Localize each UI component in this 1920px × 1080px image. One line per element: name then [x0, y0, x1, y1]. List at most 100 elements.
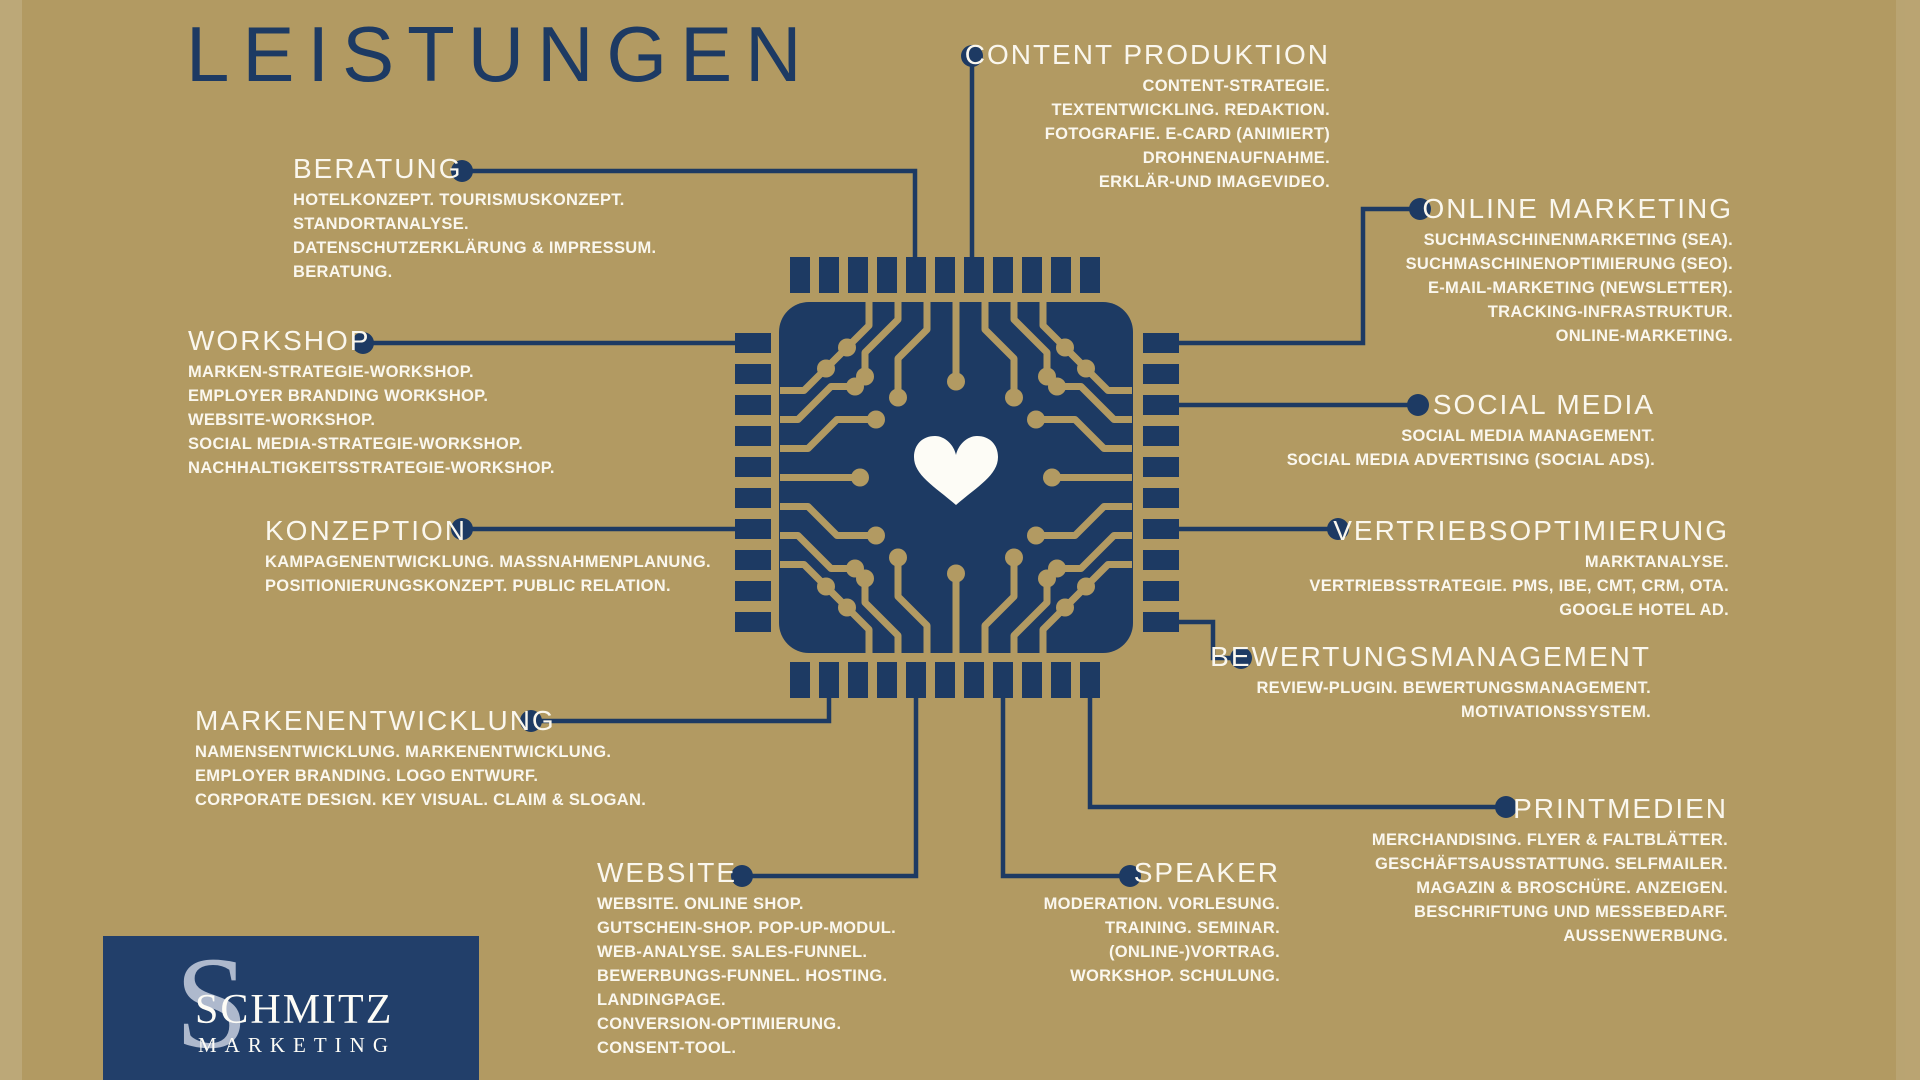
chip-pin [1022, 257, 1042, 293]
chip-pin [790, 662, 810, 698]
section-items: WEBSITE. ONLINE SHOP.GUTSCHEIN-SHOP. POP… [597, 892, 896, 1060]
chip-pin [1143, 612, 1179, 632]
service-item: CORPORATE DESIGN. KEY VISUAL. CLAIM & SL… [195, 791, 647, 809]
service-item: SUCHMASCHINENMARKETING (SEA). [1423, 231, 1733, 249]
chip-pin [1143, 426, 1179, 446]
chip-pin [906, 662, 926, 698]
chip-pin [1143, 581, 1179, 601]
service-item: EMPLOYER BRANDING. LOGO ENTWURF. [195, 767, 539, 785]
service-item: REVIEW-PLUGIN. BEWERTUNGSMANAGEMENT. [1256, 679, 1651, 697]
logo-monogram: S [175, 929, 249, 1076]
section-heading: MARKENENTWICKLUNG [195, 705, 556, 736]
service-item: CONTENT-STRATEGIE. [1142, 77, 1330, 95]
chip-pin [819, 257, 839, 293]
chip-pin [935, 257, 955, 293]
chip-pins [735, 257, 1179, 698]
chip-pin [735, 426, 771, 446]
section-markenentwicklung: MARKENENTWICKLUNG NAMENSENTWICKLUNG. MAR… [195, 704, 646, 812]
section-heading: WEBSITE [597, 857, 738, 888]
service-item: MODERATION. VORLESUNG. [1043, 895, 1280, 913]
section-heading: WORKSHOP [188, 325, 371, 356]
section-heading: KONZEPTION [265, 515, 468, 546]
service-item: (ONLINE-)VORTRAG. [1108, 943, 1280, 961]
service-item: LANDINGPAGE. [597, 991, 726, 1009]
chip-pin [735, 488, 771, 508]
section-items: MODERATION. VORLESUNG. TRAINING. SEMINAR.… [1044, 892, 1280, 988]
service-item: HOTELKONZEPT. TOURISMUSKONZEPT. [293, 191, 625, 209]
service-item: SUCHMASCHINENOPTIMIERUNG (SEO). [1405, 255, 1733, 273]
service-item: FOTOGRAFIE. E-CARD (ANIMIERT) [1044, 125, 1330, 143]
section-website: WEBSITE WEBSITE. ONLINE SHOP.GUTSCHEIN-S… [597, 856, 896, 1060]
chip-pin [935, 662, 955, 698]
chip-pin [877, 257, 897, 293]
service-item: STANDORTANALYSE. [293, 215, 469, 233]
section-items: REVIEW-PLUGIN. BEWERTUNGSMANAGEMENT.MOTI… [1210, 676, 1651, 724]
logo-subtitle: MARKETING [198, 1033, 396, 1057]
chip-pin [906, 257, 926, 293]
service-item: CONSENT-TOOL. [597, 1039, 737, 1057]
page-title: LEISTUNGEN [186, 10, 815, 98]
section-heading: SOCIAL MEDIA [1432, 389, 1655, 420]
chip-pin [993, 257, 1013, 293]
connector-speaker [1000, 696, 1141, 887]
service-item: MAGAZIN & BROSCHÜRE. ANZEIGEN. [1416, 879, 1728, 897]
service-item: TRAINING. SEMINAR. [1105, 919, 1280, 937]
section-items: KAMPAGENENTWICKLUNG. MASSNAHMENPLANUNG. P… [265, 550, 711, 598]
section-social-media: SOCIAL MEDIA SOCIAL MEDIA MANAGEMENT.SOC… [1287, 388, 1655, 472]
connector-social-media [1179, 394, 1429, 416]
chip-pin [735, 395, 771, 415]
chip-pin [848, 257, 868, 293]
section-items: CONTENT-STRATEGIE.TEXTENTWICKLING. REDAK… [965, 74, 1330, 194]
section-speaker: SPEAKER MODERATION. VORLESUNG.TRAINING. … [1044, 856, 1280, 988]
section-items: SOCIAL MEDIA MANAGEMENT. SOCIAL MEDIA ADV… [1287, 424, 1655, 472]
connector-website [731, 696, 919, 887]
heart-icon [914, 436, 998, 505]
section-heading: BERATUNG [293, 153, 463, 184]
chip-pin [993, 662, 1013, 698]
section-heading: CONTENT PRODUKTION [964, 39, 1330, 70]
service-item: VERTRIEBSSTRATEGIE. PMS, IBE, CMT, CRM, … [1309, 577, 1729, 595]
section-workshop: WORKSHOP MARKEN-STRATEGIE-WORKSHOP. EMPLO… [188, 324, 555, 480]
connector-konzeption [451, 518, 735, 540]
service-item: SOCIAL MEDIA MANAGEMENT. [1401, 427, 1655, 445]
section-konzeption: KONZEPTION KAMPAGENENTWICKLUNG. MASSNAHM… [265, 514, 711, 598]
service-item: ONLINE-MARKETING. [1555, 327, 1733, 345]
chip-pin [735, 581, 771, 601]
service-item: NACHHALTIGKEITSSTRATEGIE-WORKSHOP. [188, 459, 555, 477]
service-item: MARKEN-STRATEGIE-WORKSHOP. [188, 363, 474, 381]
section-vertriebsoptimierung: VERTRIEBSOPTIMIERUNG MARKTANALYSE.VERTRI… [1309, 514, 1729, 622]
service-item: TRACKING-INFRASTRUKTUR. [1487, 303, 1733, 321]
section-beratung: BERATUNG HOTELKONZEPT. TOURISMUSKONZEPT.… [293, 152, 656, 284]
service-item: DROHNENAUFNAHME. [1142, 149, 1330, 167]
section-items: HOTELKONZEPT. TOURISMUSKONZEPT. STANDORTA… [293, 188, 656, 284]
connector-markenentwicklung [520, 696, 832, 732]
chip-pin [1080, 257, 1100, 293]
service-item: EMPLOYER BRANDING WORKSHOP. [188, 387, 489, 405]
section-online-marketing: ONLINE MARKETING SUCHMASCHINENMARKETING … [1406, 192, 1733, 348]
section-items: SUCHMASCHINENMARKETING (SEA). SUCHMASCHIN… [1406, 228, 1733, 348]
service-item: WEBSITE-WORKSHOP. [188, 411, 376, 429]
chip-pin [1143, 519, 1179, 539]
service-item: WEBSITE. ONLINE SHOP. [597, 895, 804, 913]
chip-pin [790, 257, 810, 293]
chip-graphic [735, 257, 1179, 698]
chip-pin [1080, 662, 1100, 698]
service-item: MERCHANDISING. FLYER & FALTBLÄTTER. [1371, 831, 1728, 849]
service-item: KAMPAGENENTWICKLUNG. MASSNAHMENPLANUNG. [265, 553, 711, 571]
chip-pin [877, 662, 897, 698]
chip-pin [964, 662, 984, 698]
connector-vertriebsoptimierung [1179, 518, 1349, 540]
connector-online-marketing [1179, 198, 1431, 346]
service-item: DATENSCHUTZERKLÄRUNG & IMPRESSUM. [293, 239, 657, 257]
service-item: BEWERBUNGS-FUNNEL. HOSTING. [597, 967, 888, 985]
service-item: ERKLÄR-UND IMAGEVIDEO. [1098, 173, 1330, 191]
service-item: AUSSENWERBUNG. [1563, 927, 1728, 945]
service-item: POSITIONIERUNGSKONZEPT. PUBLIC RELATION. [265, 577, 671, 595]
service-item: SOCIAL MEDIA ADVERTISING (SOCIAL ADS). [1286, 451, 1655, 469]
chip-pin [735, 550, 771, 570]
service-item: GESCHÄFTSAUSSTATTUNG. SELFMAILER. [1374, 855, 1728, 873]
service-item: NAMENSENTWICKLUNG. MARKENENTWICKLUNG. [195, 743, 612, 761]
logo-name: SCHMITZ [195, 987, 394, 1033]
